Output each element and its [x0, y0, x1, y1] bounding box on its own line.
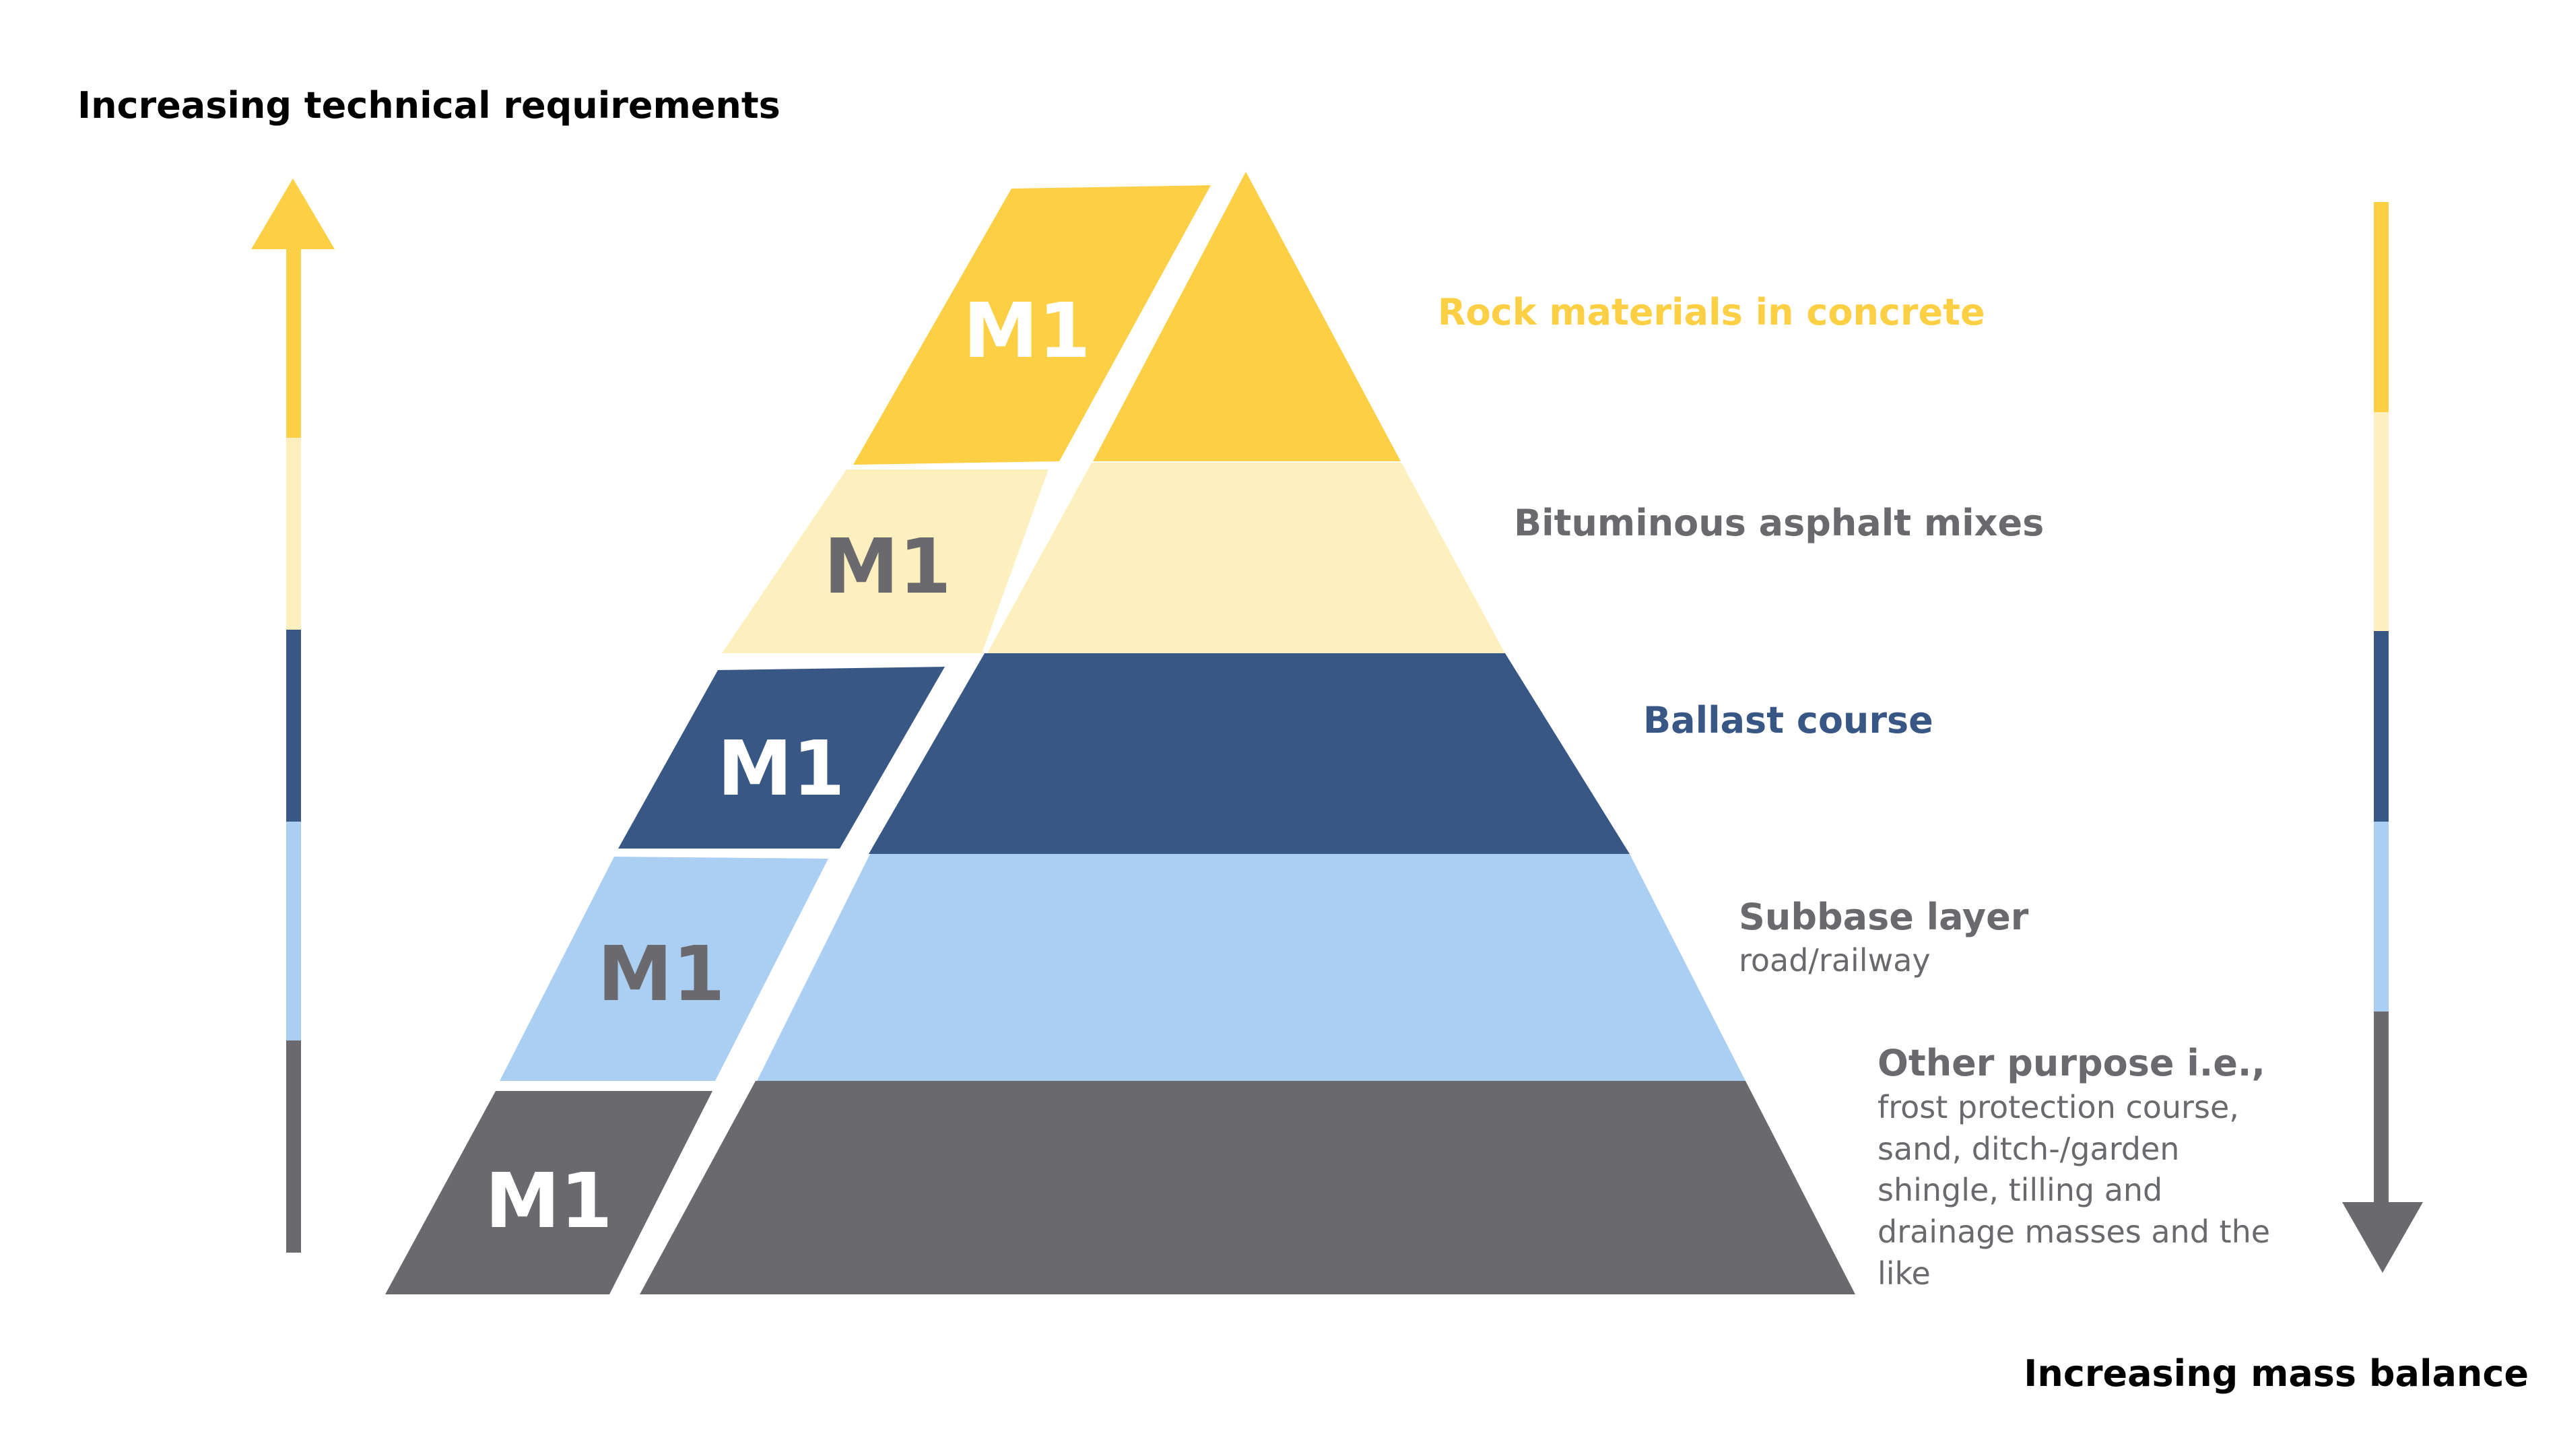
tier-left-block	[385, 1091, 712, 1294]
pyramid-tier-rock	[853, 172, 1401, 465]
tier-sublabel-line: drainage masses and the	[1877, 1214, 2270, 1250]
left-axis-segment	[286, 246, 301, 438]
right-axis-title: Increasing mass balance	[2024, 1352, 2529, 1395]
tier-right-block	[869, 653, 1630, 854]
left-axis-segment	[286, 1040, 301, 1253]
tier-right-block	[640, 1081, 1855, 1294]
tier-labels: Rock materials in concrete Bituminous as…	[1438, 291, 2270, 1292]
tier-badge-other: M1	[485, 1158, 612, 1245]
tier-left-block	[722, 469, 1049, 653]
tier-left-block	[618, 667, 945, 849]
tier-badge-ballast: M1	[717, 725, 844, 813]
tier-badge-rock: M1	[963, 288, 1090, 375]
tier-label-ballast: Ballast course	[1643, 699, 1933, 741]
tier-sublabel-line: shingle, tilling and	[1877, 1172, 2162, 1208]
tier-label-rock: Rock materials in concrete	[1438, 291, 1985, 333]
tier-sublabel-other: frost protection course, sand, ditch-/ga…	[1877, 1089, 2270, 1292]
tier-sublabel-line: sand, ditch-/garden	[1877, 1131, 2179, 1167]
tier-right-block	[1093, 172, 1401, 461]
tier-badge-subbase: M1	[597, 931, 725, 1018]
tier-left-block	[500, 857, 828, 1081]
right-axis-arrow	[2342, 202, 2423, 1273]
tier-label-other: Other purpose i.e.,	[1877, 1042, 2265, 1084]
tier-sublabel-subbase: road/railway	[1739, 942, 1931, 979]
pyramid-tier-asphalt	[722, 463, 1505, 653]
right-axis-segment	[2374, 631, 2389, 822]
right-axis-segment	[2374, 822, 2389, 1012]
tier-badge-asphalt: M1	[824, 523, 951, 611]
pyramid-tier-subbase	[500, 854, 1746, 1081]
tier-right-block	[987, 463, 1505, 653]
left-axis-segment	[286, 822, 301, 1040]
tier-right-block	[757, 854, 1746, 1081]
right-axis-segment	[2374, 412, 2389, 631]
pyramid: M1 M1 M1 M1 M1	[385, 172, 1855, 1294]
tier-left-block	[853, 185, 1211, 465]
tier-sublabel-line: like	[1877, 1255, 1931, 1292]
left-axis-arrow	[251, 178, 335, 1253]
left-axis-segment	[286, 630, 301, 822]
right-axis-segment	[2374, 1012, 2389, 1207]
tier-label-subbase: Subbase layer	[1739, 896, 2029, 938]
tier-label-asphalt: Bituminous asphalt mixes	[1514, 502, 2044, 544]
arrow-up-icon	[251, 178, 335, 249]
left-axis-title: Increasing technical requirements	[77, 84, 780, 127]
pyramid-tier-ballast	[618, 653, 1630, 854]
arrow-down-icon	[2342, 1202, 2423, 1273]
pyramid-tier-other	[385, 1081, 1855, 1294]
tier-sublabel-line: frost protection course,	[1877, 1089, 2239, 1125]
right-axis-segment	[2374, 202, 2389, 412]
left-axis-segment	[286, 438, 301, 630]
